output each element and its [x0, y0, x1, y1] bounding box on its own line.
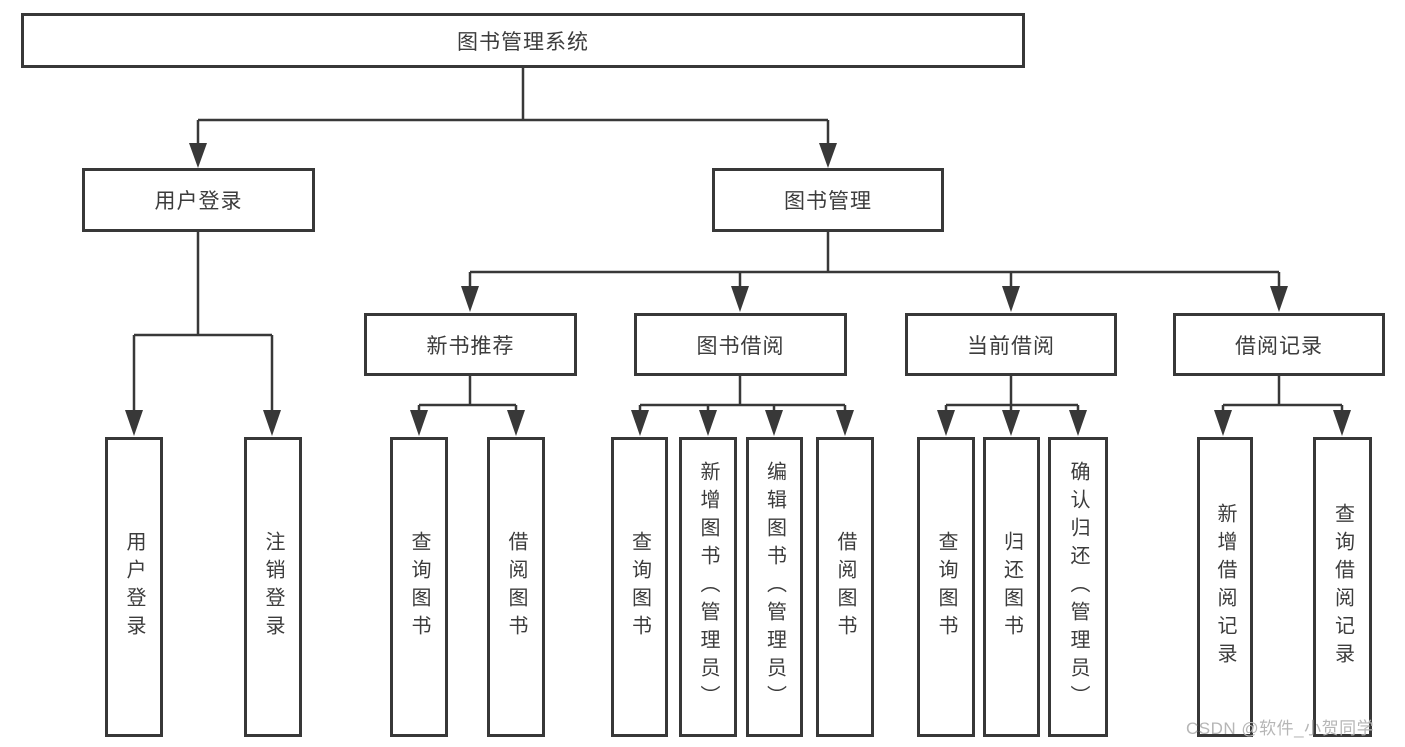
leaf-return-book: 归还图书 — [983, 437, 1040, 737]
node-current-borrow: 当前借阅 — [905, 313, 1117, 376]
node-current-borrow-label: 当前借阅 — [967, 334, 1055, 358]
leaf-borrow-book-label: 借阅图书 — [834, 531, 856, 643]
node-new-book-recommend: 新书推荐 — [364, 313, 577, 376]
leaf-user-login-label: 用户登录 — [123, 531, 145, 643]
leaf-logout-label: 注销登录 — [262, 531, 284, 643]
node-root: 图书管理系统 — [21, 13, 1025, 68]
leaf-query-book-recommend-label: 查询图书 — [408, 531, 430, 643]
leaf-query-borrow-record: 查询借阅记录 — [1313, 437, 1372, 737]
leaf-confirm-return-admin: 确认归还（管理员） — [1048, 437, 1108, 737]
node-borrow-record-label: 借阅记录 — [1235, 334, 1323, 358]
leaf-borrow-book-recommend: 借阅图书 — [487, 437, 545, 737]
node-borrow-record: 借阅记录 — [1173, 313, 1385, 376]
node-user-login-label: 用户登录 — [154, 190, 243, 213]
leaf-borrow-book: 借阅图书 — [816, 437, 874, 737]
leaf-query-book-current-label: 查询图书 — [935, 531, 957, 643]
leaf-edit-book-admin: 编辑图书（管理员） — [746, 437, 803, 737]
node-user-login: 用户登录 — [82, 168, 315, 232]
leaf-user-login: 用户登录 — [105, 437, 163, 737]
leaf-add-borrow-record: 新增借阅记录 — [1197, 437, 1253, 737]
node-root-label: 图书管理系统 — [457, 30, 589, 54]
leaf-query-book-current: 查询图书 — [917, 437, 975, 737]
leaf-query-borrow-record-label: 查询借阅记录 — [1331, 503, 1354, 671]
leaf-confirm-return-admin-label: 确认归还（管理员） — [1067, 461, 1089, 713]
node-book-borrow-label: 图书借阅 — [696, 334, 785, 358]
arrowhead-icons — [125, 143, 1351, 436]
leaf-query-book-recommend: 查询图书 — [390, 437, 448, 737]
leaf-edit-book-admin-label: 编辑图书（管理员） — [763, 461, 786, 713]
leaf-query-book-borrow-label: 查询图书 — [628, 531, 651, 643]
leaf-add-borrow-record-label: 新增借阅记录 — [1214, 503, 1236, 671]
node-book-management: 图书管理 — [712, 168, 944, 232]
leaf-add-book-admin: 新增图书（管理员） — [679, 437, 737, 737]
leaf-add-book-admin-label: 新增图书（管理员） — [697, 461, 719, 713]
leaf-logout: 注销登录 — [244, 437, 302, 737]
leaf-query-book-borrow: 查询图书 — [611, 437, 668, 737]
leaf-borrow-book-recommend-label: 借阅图书 — [505, 531, 527, 643]
node-book-borrow: 图书借阅 — [634, 313, 847, 376]
csdn-watermark: CSDN @软件_小贺同学 — [1186, 719, 1375, 738]
node-book-management-label: 图书管理 — [784, 190, 872, 213]
node-new-book-recommend-label: 新书推荐 — [426, 334, 515, 358]
leaf-return-book-label: 归还图书 — [1000, 531, 1023, 643]
